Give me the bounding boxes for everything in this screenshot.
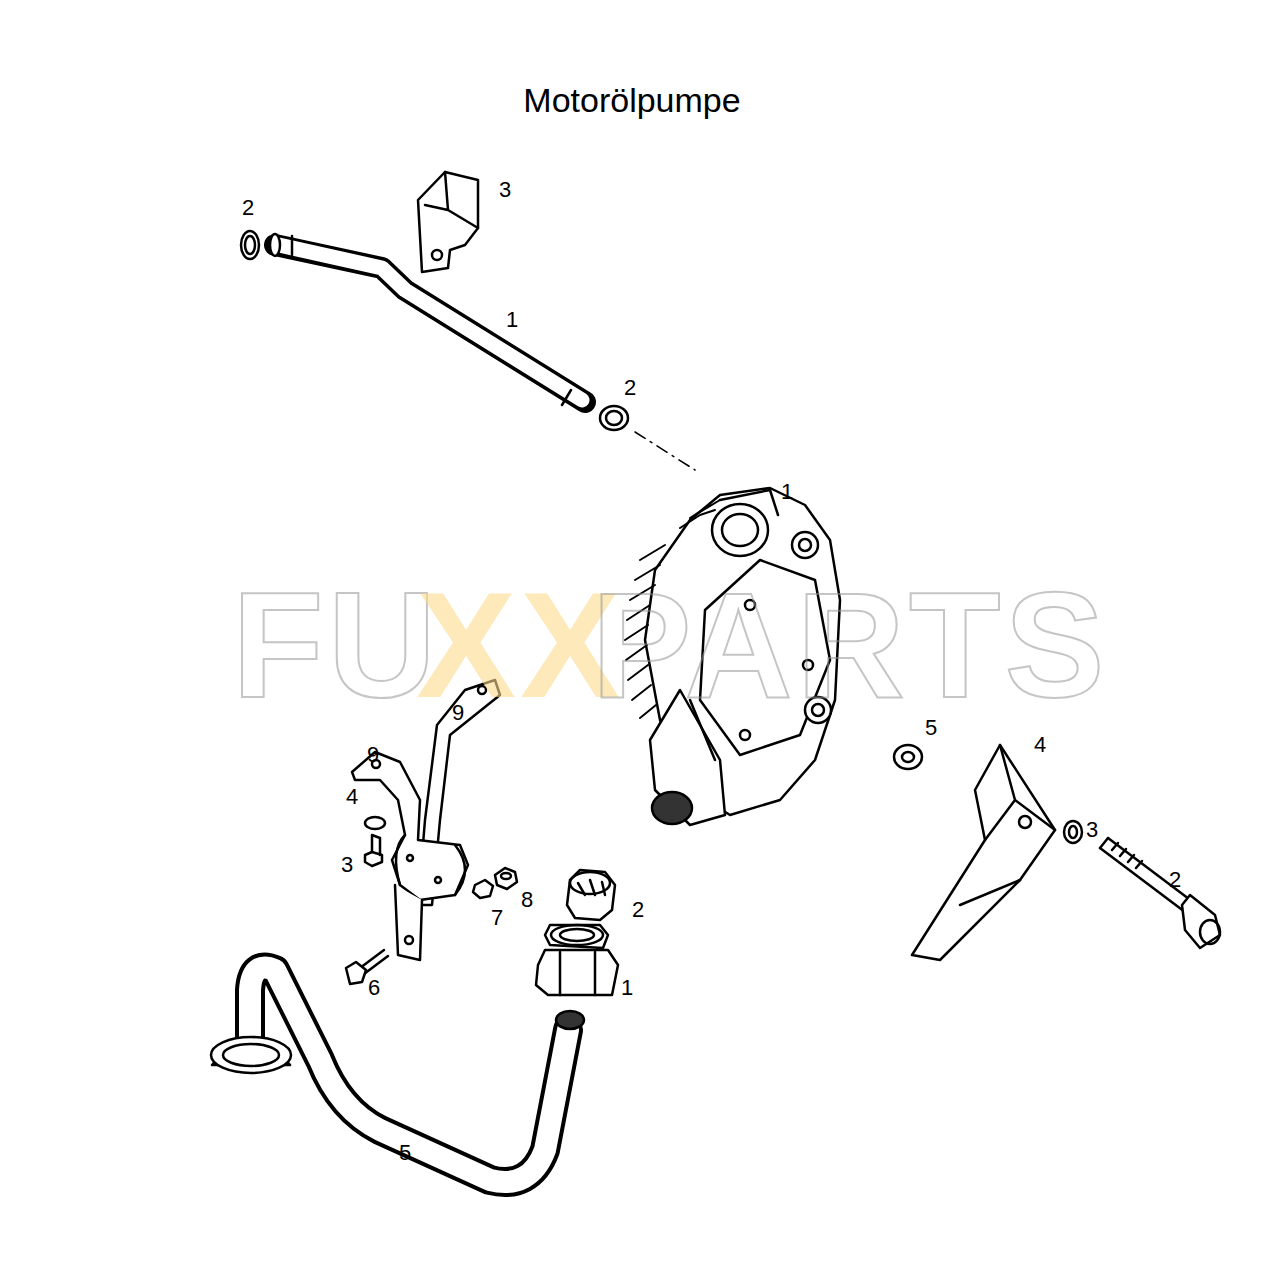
- callout-number: 2: [1169, 869, 1181, 891]
- callout-number: 7: [491, 907, 503, 929]
- watermark: FU: [232, 570, 440, 720]
- callout-number: 5: [399, 1142, 411, 1164]
- callout-number: 1: [621, 977, 633, 999]
- watermark: PARTS: [591, 570, 1108, 720]
- callout-number: 9: [367, 744, 379, 766]
- callout-number: 3: [341, 854, 353, 876]
- callout-number: 3: [499, 179, 511, 201]
- callout-number: 3: [1086, 819, 1098, 841]
- callout-number: 1: [781, 481, 793, 503]
- callout-number: 2: [242, 197, 254, 219]
- callout-number: 5: [925, 717, 937, 739]
- callout-number: 6: [368, 977, 380, 999]
- callout-number: 2: [632, 899, 644, 921]
- callout-number: 2: [624, 377, 636, 399]
- callout-number: 8: [521, 889, 533, 911]
- callout-number: 4: [1034, 734, 1046, 756]
- callout-number: 9: [452, 702, 464, 724]
- diagram-title: Motorölpumpe: [523, 81, 740, 120]
- callout-number: 1: [506, 309, 518, 331]
- callout-number: 4: [346, 786, 358, 808]
